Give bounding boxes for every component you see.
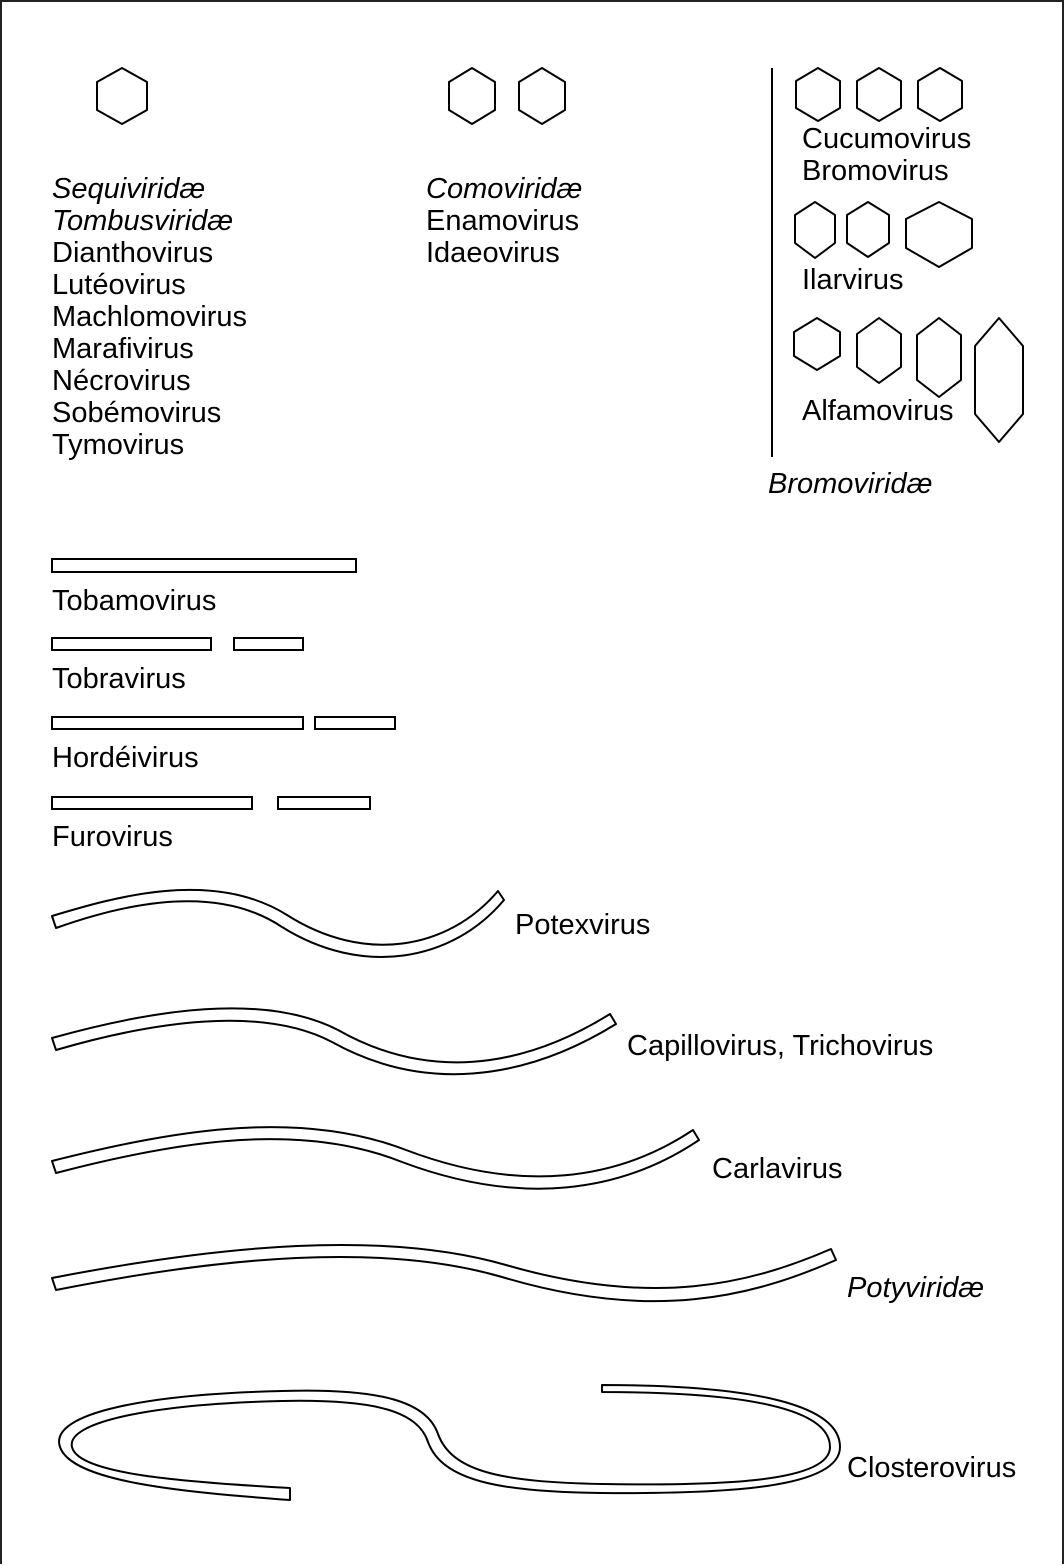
family-sequiviridae: Sequiviridæ — [52, 173, 247, 205]
bacilliform-particle — [975, 318, 1023, 442]
isometric-particle — [449, 68, 495, 124]
isometric-particle — [918, 68, 962, 121]
quasi-isometric-particle — [847, 202, 889, 257]
bacilliform-particle — [917, 318, 961, 397]
tobravirus-rod-short — [234, 638, 303, 650]
furovirus-rod-long — [52, 797, 252, 809]
genus-machlomovirus: Machlomovirus — [52, 301, 247, 333]
potexvirus-filament — [52, 890, 504, 957]
genus-luteovirus: Lutéovirus — [52, 269, 247, 301]
genus-tobamovirus: Tobamovirus — [52, 585, 216, 617]
genus-closterovirus: Closterovirus — [847, 1452, 1016, 1484]
genus-cucumovirus: Cucumovirus — [802, 123, 971, 155]
genus-alfamovirus: Alfamovirus — [802, 395, 954, 427]
isometric-particle — [857, 68, 901, 121]
genus-ilarvirus: Ilarvirus — [802, 264, 904, 296]
potyviridae-filament — [52, 1245, 836, 1301]
carlavirus-filament — [52, 1127, 699, 1189]
isometric-group-1-list: Sequiviridæ Tombusviridæ Dianthovirus Lu… — [52, 173, 247, 461]
genus-sobemovirus: Sobémovirus — [52, 397, 247, 429]
isometric-particle — [796, 68, 840, 121]
quasi-isometric-particle — [906, 202, 972, 267]
isometric-particle-pair — [449, 68, 565, 124]
furovirus-rod-short — [278, 797, 370, 809]
genus-enamovirus: Enamovirus — [426, 205, 582, 237]
family-potyviridae: Potyviridæ — [847, 1272, 984, 1304]
bacilliform-particle — [857, 318, 901, 383]
isometric-particle — [519, 68, 565, 124]
genus-idaeovirus: Idaeovirus — [426, 237, 582, 269]
family-comoviridae: Comoviridæ — [426, 173, 582, 205]
genus-tobravirus: Tobravirus — [52, 663, 186, 695]
genus-hordeivirus: Hordéivirus — [52, 742, 199, 774]
genus-necrovirus: Nécrovirus — [52, 365, 247, 397]
family-tombusviridae: Tombusviridæ — [52, 205, 247, 237]
isometric-group-2-list: Comoviridæ Enamovirus Idaeovirus — [426, 173, 582, 269]
capillovirus-filament — [52, 1008, 616, 1074]
quasi-isometric-particle — [795, 202, 835, 258]
genus-capillovirus-trichovirus: Capillovirus, Trichovirus — [627, 1030, 933, 1062]
hordeivirus-rod-long — [52, 717, 303, 729]
isometric-particle — [97, 68, 147, 124]
tobravirus-rod-long — [52, 638, 211, 650]
genus-bromovirus: Bromovirus — [802, 155, 949, 187]
genus-tymovirus: Tymovirus — [52, 429, 247, 461]
closterovirus-filament — [59, 1385, 840, 1500]
tobamovirus-rod — [52, 559, 356, 572]
bacilliform-particle — [794, 318, 840, 370]
cucumovirus-particles — [796, 68, 962, 121]
genus-potexvirus: Potexvirus — [515, 909, 650, 941]
genus-marafivirus: Marafivirus — [52, 333, 247, 365]
genus-carlavirus: Carlavirus — [712, 1153, 843, 1185]
hordeivirus-rod-short — [315, 717, 395, 729]
family-bromoviridae: Bromoviridæ — [768, 468, 932, 500]
ilarvirus-particles — [795, 202, 972, 267]
genus-dianthovirus: Dianthovirus — [52, 237, 247, 269]
genus-furovirus: Furovirus — [52, 821, 173, 853]
